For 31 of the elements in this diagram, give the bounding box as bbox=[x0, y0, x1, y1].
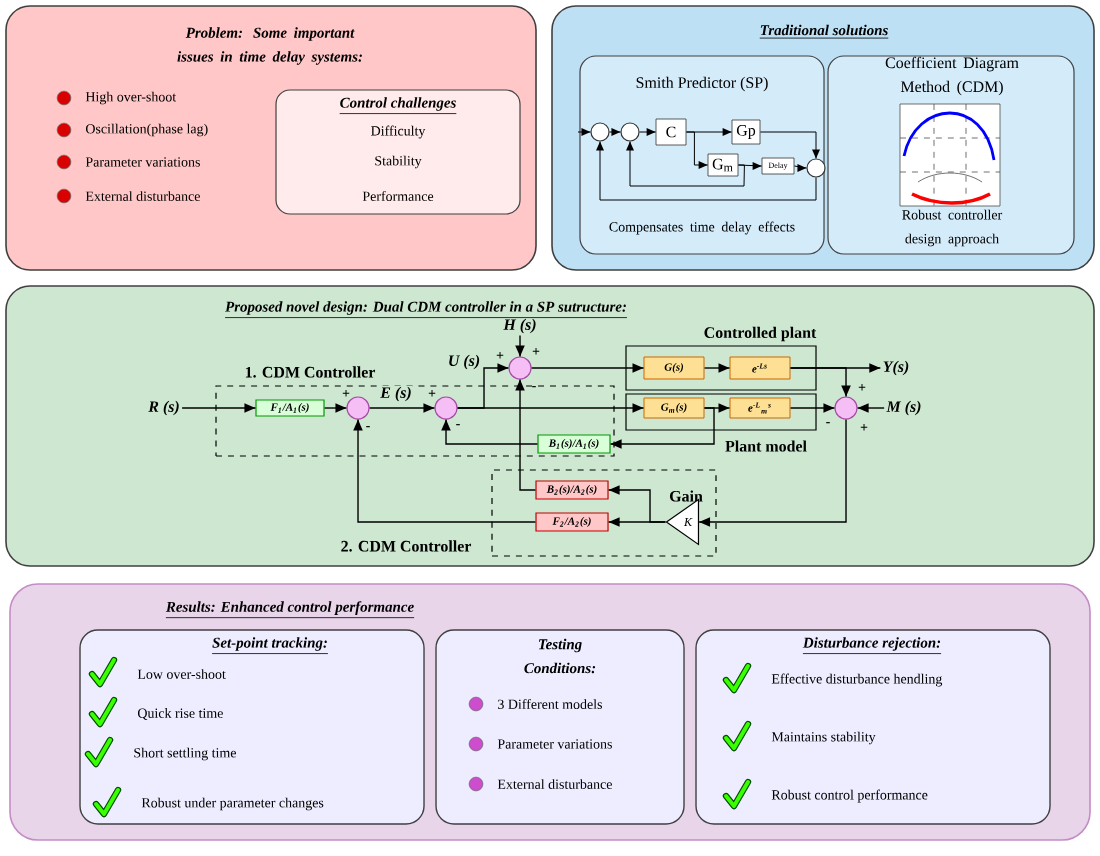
arrow bbox=[515, 334, 525, 358]
arrow bbox=[639, 128, 657, 136]
arrow bbox=[793, 164, 807, 172]
arrow bbox=[596, 141, 817, 201]
arrow bbox=[607, 517, 667, 527]
arrow bbox=[456, 403, 645, 413]
arrow bbox=[626, 141, 745, 187]
arrow bbox=[703, 363, 731, 373]
arrow bbox=[368, 403, 436, 413]
arrow bbox=[789, 403, 836, 413]
summing-junction bbox=[508, 356, 532, 380]
arrow bbox=[441, 418, 539, 445]
arrow bbox=[789, 367, 851, 398]
summing-junction bbox=[806, 158, 826, 178]
arrow bbox=[181, 403, 257, 413]
summing-junction bbox=[346, 396, 370, 420]
arrow bbox=[577, 128, 591, 136]
summing-junction bbox=[620, 122, 640, 142]
arrow bbox=[353, 418, 537, 523]
summing-junction bbox=[434, 396, 458, 420]
summing-junction bbox=[834, 396, 858, 420]
summing-junction bbox=[590, 122, 610, 142]
arrow bbox=[530, 363, 645, 373]
arrow bbox=[609, 407, 715, 449]
arrow bbox=[323, 403, 348, 413]
arrow bbox=[609, 128, 621, 136]
arrow bbox=[685, 131, 709, 169]
arrow bbox=[856, 403, 885, 413]
arrow bbox=[515, 378, 537, 491]
arrow bbox=[698, 418, 847, 527]
arrow bbox=[759, 131, 820, 159]
